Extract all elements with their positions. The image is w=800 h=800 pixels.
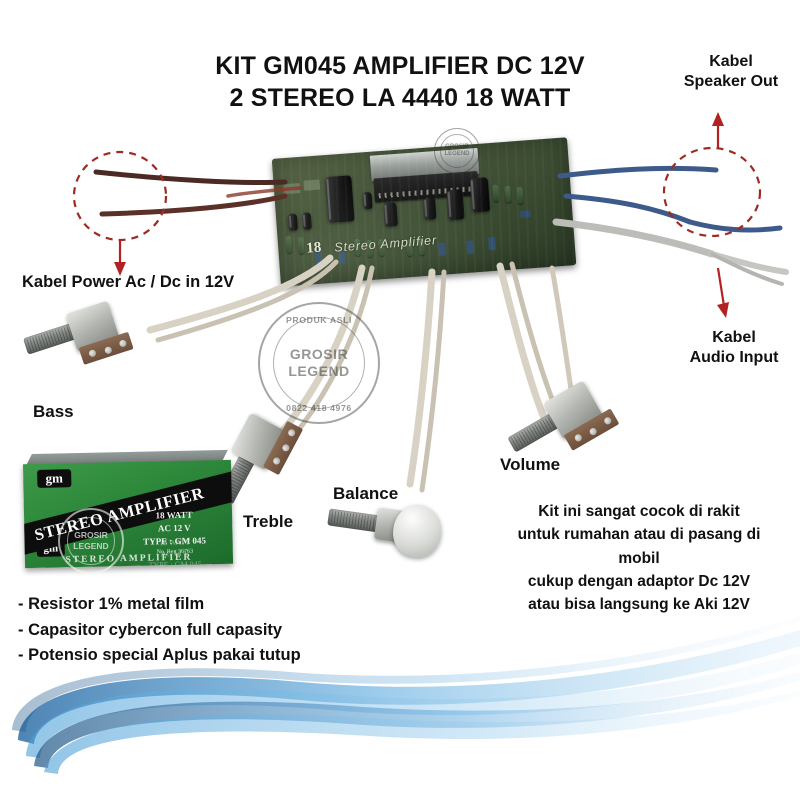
resistor: [377, 239, 386, 257]
audio-arrow-head: [717, 302, 729, 318]
watermark-phone: 0822 418 4976: [286, 402, 352, 413]
electrolytic-capacitor: [422, 197, 437, 220]
bullet-item: - Capasitor cybercon full capasity: [18, 620, 283, 639]
resistor: [365, 239, 374, 258]
watermark-box-inner-ring: [67, 517, 115, 565]
promo-line: atau bisa langsung ke Aki 12V: [528, 596, 750, 613]
electrolytic-capacitor: [383, 202, 398, 227]
electrolytic-capacitor: [469, 177, 491, 213]
watermark-inner-ring: [273, 317, 365, 409]
callout-speaker-out: Kabel Speaker Out: [672, 52, 790, 92]
electrolytic-capacitor: [301, 212, 312, 230]
callout-audio-line2: Audio Input: [689, 349, 779, 366]
speaker-arrow-head: [712, 112, 724, 126]
page-title-line1: KIT GM045 AMPLIFIER DC 12V: [215, 52, 585, 80]
pcb-silkscreen-power: 18: [305, 239, 322, 257]
la4440-ic: [373, 170, 479, 203]
watermark-top-text: PRODUK ASLI: [285, 314, 353, 325]
resistor: [405, 238, 414, 257]
promo-text-block: Kit ini sangat cocok di rakit untuk ruma…: [496, 500, 782, 616]
page-title-line2: 2 STEREO LA 4440 18 WATT: [229, 84, 571, 112]
watermark-pcb: GROSIR LEGEND: [434, 128, 480, 174]
label-treble: Treble: [243, 512, 294, 531]
watermark-main: PRODUK ASLI GROSIR LEGEND 0822 418 4976: [258, 302, 380, 424]
electrolytic-capacitor: [287, 213, 299, 231]
box-front-face: gm gm STEREO AMPLIFIER 18 WATT AC 12 V T…: [22, 459, 234, 569]
feature-bullet-list: - Resistor 1% metal film - Capasitor cyb…: [18, 592, 301, 669]
label-volume: Volume: [500, 455, 561, 474]
brand-logo-top: gm: [37, 469, 72, 488]
callout-audio-line1: Kabel: [712, 329, 756, 346]
label-balance: Balance: [333, 484, 399, 503]
promo-line: cukup dengan adaptor Dc 12V: [527, 572, 751, 590]
callout-power-cable: Kabel Power Ac / Dc in 12V: [22, 273, 235, 291]
callout-speaker-line2: Speaker Out: [683, 73, 779, 90]
watermark-box: GROSIR LEGEND: [58, 508, 124, 574]
electrolytic-capacitor: [362, 191, 373, 210]
resistor: [492, 184, 500, 202]
callout-audio-input: Kabel Audio Input: [678, 328, 790, 368]
electrolytic-capacitor: [446, 189, 465, 221]
amplifier-pcb-board: 18 Stereo Amplifier: [271, 137, 577, 287]
resistor: [353, 238, 362, 257]
resistor: [516, 186, 524, 205]
power-wire-highlight-circle: [72, 150, 168, 242]
resistor: [417, 238, 426, 256]
product-box: gm gm STEREO AMPLIFIER 18 WATT AC 12 V T…: [22, 449, 234, 576]
resistor: [285, 235, 293, 254]
speaker-wire-highlight-circle: [662, 146, 762, 238]
electrolytic-capacitor: [325, 175, 355, 224]
resistor: [504, 185, 512, 204]
bullet-item: - Resistor 1% metal film: [18, 595, 205, 613]
watermark-pcb-inner-ring: [440, 134, 474, 168]
pcb-silkscreen-name: Stereo Amplifier: [333, 233, 438, 255]
promo-line: untuk rumahan atau di pasang di mobil: [517, 526, 761, 567]
potentiometer-balance: [321, 491, 445, 586]
promo-line: Kit ini sangat cocok di rakit: [538, 503, 740, 520]
bullet-item: - Potensio special Aplus pakai tutup: [18, 646, 301, 665]
label-bass: Bass: [33, 402, 74, 421]
potentiometer-bass: [19, 291, 150, 400]
resistor: [297, 236, 305, 255]
callout-speaker-line1: Kabel: [709, 53, 753, 70]
